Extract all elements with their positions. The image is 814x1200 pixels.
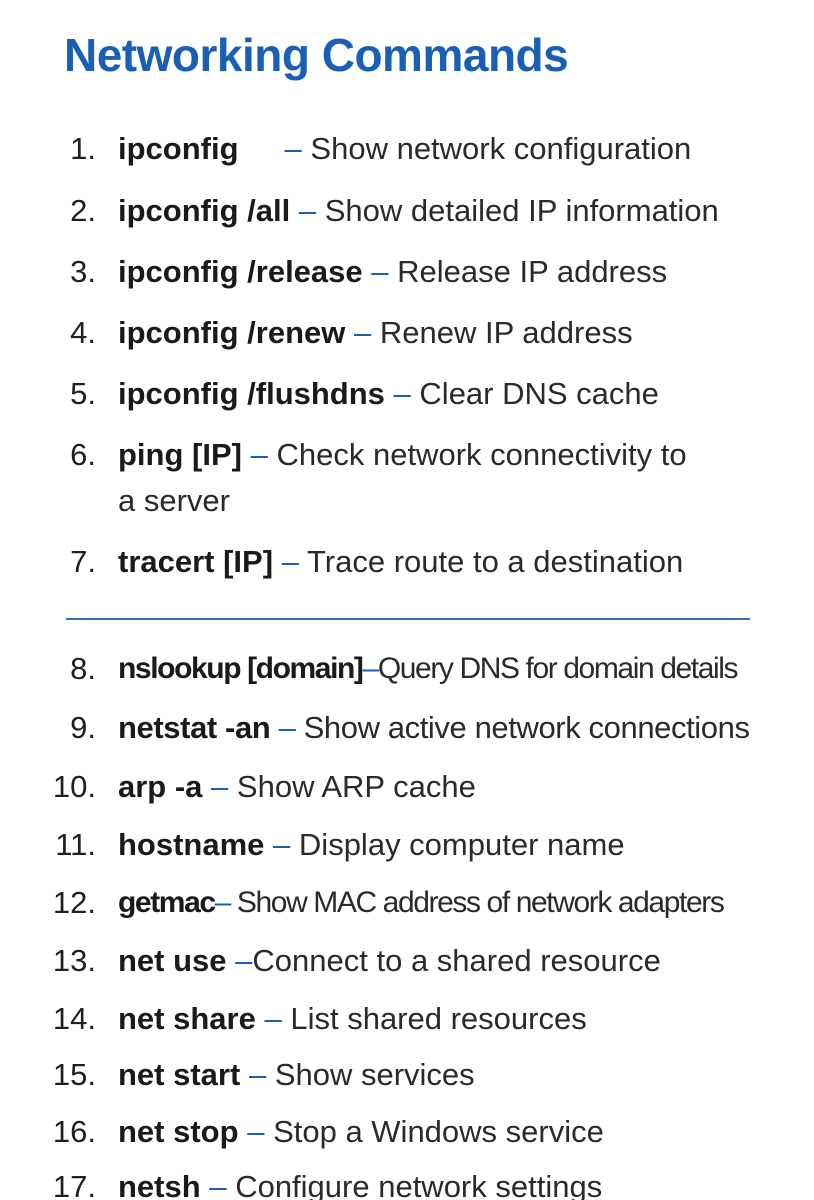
item-body: ipconfig – Show network configuration [118,126,691,172]
command-name: getmac [118,886,216,919]
item-body: net share – List shared resources [118,996,587,1042]
item-number: 14. [52,1001,96,1036]
item-number: 17. [52,1169,96,1200]
page-title: Networking Commands [64,29,569,81]
item-body: netstat -an – Show active network connec… [118,705,750,751]
item-body: ipconfig /renew – Renew IP address [118,310,633,356]
separator: – [353,315,372,350]
item-body: netsh – Configure network settings [118,1164,602,1200]
separator: – [264,1001,282,1036]
command-name: ipconfig /renew [118,315,346,350]
separator: – [371,254,389,289]
item-number: 7. [70,544,96,579]
command-description: Release IP address [397,254,668,289]
separator: – [281,544,299,579]
command-name: hostname [118,827,265,862]
command-description: Show MAC address of network adapters [236,886,725,919]
item-number: 11. [55,827,96,862]
command-name: nslookup [domain] [118,652,364,685]
item-number: 10. [52,769,96,804]
item-number: 5. [70,376,96,411]
separator: – [247,1114,265,1149]
item-number: 12. [52,885,96,920]
command-name: net stop [118,1114,239,1149]
separator: – [298,193,317,228]
command-name: netsh [118,1169,201,1200]
item-number: 6. [70,437,96,472]
command-name: netstat -an [118,710,271,745]
command-name: net start [118,1057,241,1092]
command-name: ipconfig /all [118,193,291,228]
item-body: nslookup [domain]–Query DNS for domain d… [118,646,739,692]
item-number: 9. [70,710,96,745]
command-description: Show services [274,1057,475,1092]
item-number: 8. [70,651,96,686]
command-description: Stop a Windows service [273,1114,604,1149]
command-description: Connect to a shared resource [252,943,661,978]
command-name: ipconfig /flushdns [118,376,385,411]
item-body: net stop – Stop a Windows service [118,1109,604,1155]
item-body: ipconfig /all – Show detailed IP informa… [118,188,719,234]
item-number: 16. [52,1114,96,1149]
item-body: arp -a – Show ARP cache [118,764,476,810]
separator: – [393,376,411,411]
separator: – [273,827,291,862]
item-number: 2. [70,193,96,228]
item-body: hostname – Display computer name [118,822,625,868]
command-description: List shared resources [290,1001,587,1036]
command-name: net share [118,1001,256,1036]
item-body: net start – Show services [118,1052,475,1098]
command-description-continued: a server [118,483,230,518]
separator: – [362,652,380,685]
command-description: Show active network connections [303,710,750,745]
command-description: Show ARP cache [236,769,476,804]
separator: – [214,886,232,919]
separator: – [250,437,268,472]
command-name: tracert [IP] [118,544,274,579]
command-description: Show network configuration [310,131,692,166]
command-description: Configure network settings [235,1169,603,1200]
item-body: ipconfig /flushdns – Clear DNS cache [118,371,659,417]
command-name: ipconfig /release [118,254,363,289]
command-name: net use [118,943,227,978]
command-description: Renew IP address [379,315,633,350]
separator: – [211,769,229,804]
command-description: Show detailed IP information [324,193,719,228]
item-body: ipconfig /release – Release IP address [118,249,667,295]
item-body: tracert [IP] – Trace route to a destinat… [118,539,683,585]
separator: – [209,1169,227,1200]
command-description: Query DNS for domain details [377,652,739,685]
item-number: 13. [52,943,96,978]
command-description: Check network connectivity to [276,437,687,472]
command-description: Trace route to a destination [306,544,684,579]
item-number: 15. [52,1057,96,1092]
item-body: net use –Connect to a shared resource [118,938,661,984]
section-divider [66,618,750,620]
separator: – [248,1057,267,1092]
item-number: 4. [70,315,96,350]
separator: – [235,943,253,978]
item-number: 1. [70,131,96,166]
command-description: Clear DNS cache [419,376,659,411]
item-body: getmac– Show MAC address of network adap… [118,880,725,926]
item-number: 3. [70,254,96,289]
command-name: ping [IP] [118,437,242,472]
command-name: arp -a [118,769,203,804]
separator: – [284,131,302,166]
item-body: ping [IP] – Check network connectivity t… [118,432,687,524]
command-name: ipconfig [118,131,239,166]
separator: – [278,710,296,745]
command-description: Display computer name [298,827,625,862]
